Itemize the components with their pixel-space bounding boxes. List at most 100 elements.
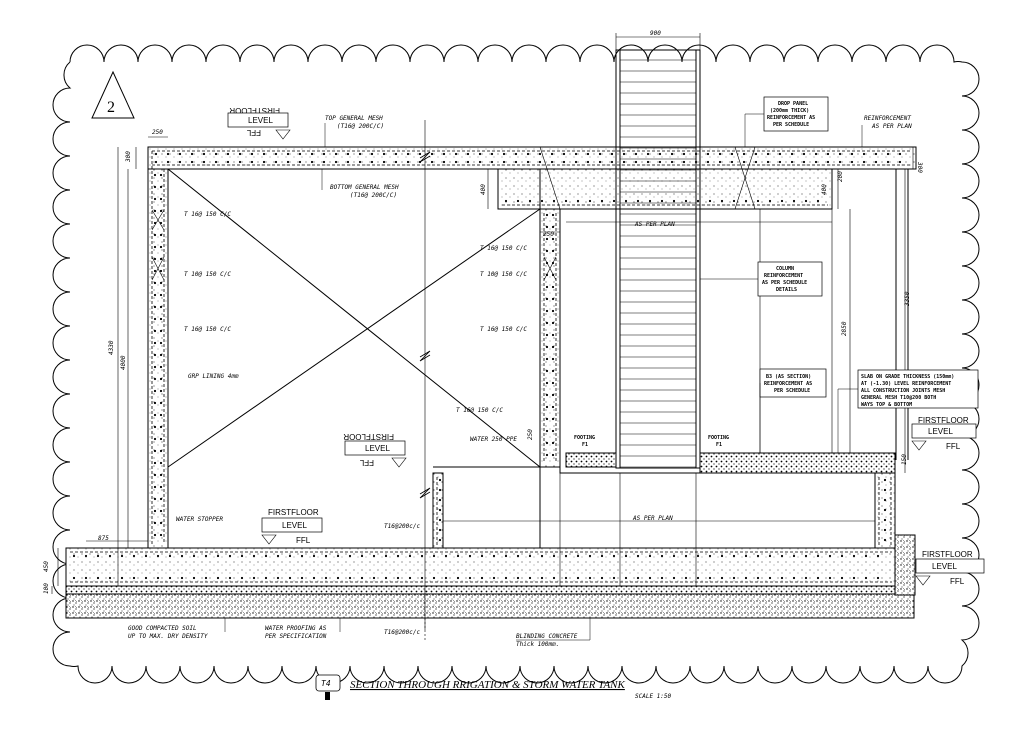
label-water-stopper: WATER STOPPER bbox=[176, 516, 223, 523]
label-bottom-mesh-spec: (T16@ 200C/C) bbox=[350, 192, 397, 199]
callout-column: COLUMN REINFORCEMENT AS PER SCHEDULE DET… bbox=[757, 261, 823, 297]
svg-text:ALL CONSTRUCTION JOINTS MESH: ALL CONSTRUCTION JOINTS MESH bbox=[861, 388, 945, 394]
level-tag-4: FIRSTFLOOR LEVEL FFL bbox=[911, 416, 977, 451]
svg-text:FIRSTFLOOR: FIRSTFLOOR bbox=[922, 550, 973, 559]
stair-treads bbox=[620, 59, 696, 468]
svg-text:FIRSTFLOOR: FIRSTFLOOR bbox=[343, 432, 394, 441]
svg-text:FFL: FFL bbox=[359, 458, 374, 467]
dim-875: 875 bbox=[98, 535, 109, 542]
dim-900: 900 bbox=[650, 30, 661, 37]
dim-2850: 2850 bbox=[841, 321, 848, 336]
svg-text:PER SCHEDULE: PER SCHEDULE bbox=[773, 122, 809, 128]
svg-text:REINFORCEMENT: REINFORCEMENT bbox=[764, 273, 803, 279]
svg-text:FIRSTFLOOR: FIRSTFLOOR bbox=[268, 508, 319, 517]
annotations: TOP GENERAL MESH (T16@ 200C/C) BOTTOM GE… bbox=[128, 115, 912, 648]
svg-text:REINFORCEMENT AS: REINFORCEMENT AS bbox=[767, 115, 815, 121]
dim-100: 100 bbox=[43, 583, 50, 594]
svg-text:FFL: FFL bbox=[246, 128, 261, 137]
label-t16-e: T 16@ 150 C/C bbox=[456, 407, 503, 414]
svg-text:AT (-1.30) LEVEL REINFORCEMENT: AT (-1.30) LEVEL REINFORCEMENT bbox=[861, 381, 951, 387]
rebar-lines bbox=[70, 150, 912, 583]
svg-text:FFL: FFL bbox=[296, 536, 311, 545]
svg-text:AS PER SCHEDULE: AS PER SCHEDULE bbox=[762, 280, 807, 286]
level-tag-2: FIRSTFLOOR LEVEL FFL bbox=[343, 432, 407, 468]
svg-text:FFL: FFL bbox=[950, 577, 965, 586]
svg-text:F1: F1 bbox=[582, 442, 588, 448]
label-waterproofing-2: PER SPECIFICATION bbox=[265, 633, 327, 640]
rebar-dots bbox=[72, 152, 902, 580]
label-t16-a: T 16@ 150 C/C bbox=[184, 211, 231, 218]
dim-250-lower: 250 bbox=[527, 429, 534, 440]
grid-lines bbox=[424, 120, 833, 640]
svg-text:B3 (AS SECTION): B3 (AS SECTION) bbox=[766, 374, 811, 380]
callout-footing-2: FOOTING F1 bbox=[708, 435, 729, 448]
svg-text:SLAB ON GRADE THICKNESS (150mm: SLAB ON GRADE THICKNESS (150mm) bbox=[861, 374, 954, 380]
dim-4330: 4330 bbox=[108, 340, 115, 355]
dim-250-mid: 250 bbox=[543, 231, 554, 238]
cross-marks bbox=[151, 146, 756, 281]
svg-text:PER SCHEDULE: PER SCHEDULE bbox=[774, 388, 810, 394]
label-t16-c: T 16@ 150 C/C bbox=[480, 245, 527, 252]
label-t10-a: T 10@ 150 C/C bbox=[184, 271, 231, 278]
label-reinforcement: REINFORCEMENT bbox=[864, 115, 911, 122]
svg-text:FIRSTFLOOR: FIRSTFLOOR bbox=[229, 106, 280, 115]
svg-text:LEVEL: LEVEL bbox=[248, 116, 273, 125]
label-grp-lining: GRP LINING 4mm bbox=[188, 373, 239, 380]
label-bottom-mesh: BOTTOM GENERAL MESH bbox=[330, 184, 399, 191]
svg-text:GENERAL MESH T10@200 BOTH: GENERAL MESH T10@200 BOTH bbox=[861, 395, 936, 401]
label-soil-2: UP TO MAX. DRY DENSITY bbox=[128, 633, 208, 640]
svg-text:DROP PANEL: DROP PANEL bbox=[778, 101, 808, 107]
dim-250-top: 250 bbox=[152, 129, 163, 136]
svg-text:(200mm THICK): (200mm THICK) bbox=[770, 108, 809, 114]
dim-450: 450 bbox=[43, 561, 50, 572]
svg-text:LEVEL: LEVEL bbox=[932, 562, 957, 571]
title-tag: T4 bbox=[321, 679, 331, 688]
callout-footing-1: FOOTING F1 bbox=[574, 435, 595, 448]
svg-text:COLUMN: COLUMN bbox=[776, 266, 794, 272]
label-blinding: BLINDING CONCRETE bbox=[516, 633, 578, 640]
break-marks bbox=[419, 151, 431, 499]
drawing-title: SECTION THROUGH RRIGATION & STORM WATER … bbox=[350, 679, 626, 691]
label-t10-b: T 10@ 150 C/C bbox=[480, 271, 527, 278]
label-waterproofing: WATER PROOFING AS bbox=[265, 625, 327, 632]
svg-text:LEVEL: LEVEL bbox=[365, 444, 390, 453]
svg-text:REINFORCEMENT AS: REINFORCEMENT AS bbox=[764, 381, 812, 387]
drawing-title-block: T4 SECTION THROUGH RRIGATION & STORM WAT… bbox=[315, 674, 672, 700]
label-soil: GOOD COMPACTED SOIL bbox=[128, 625, 197, 632]
dim-4000: 4000 bbox=[120, 355, 127, 370]
label-t16-mesh-2: T16@200c/c bbox=[384, 629, 421, 636]
sheet-number-marker: 2 bbox=[91, 70, 135, 119]
drawing-scale: SCALE 1:50 bbox=[635, 693, 672, 700]
callout-beam: B3 (AS SECTION) REINFORCEMENT AS PER SCH… bbox=[759, 368, 827, 398]
label-t16-b: T 16@ 150 C/C bbox=[184, 326, 231, 333]
callout-slab: SLAB ON GRADE THICKNESS (150mm) AT (-1.3… bbox=[857, 369, 979, 409]
label-as-per-plan-lower: AS PER PLAN bbox=[632, 515, 673, 522]
leader-lines bbox=[700, 113, 863, 453]
dim-3350: 3350 bbox=[904, 291, 911, 307]
svg-text:FOOTING: FOOTING bbox=[708, 435, 729, 441]
svg-text:DETAILS: DETAILS bbox=[776, 287, 797, 293]
label-as-per-plan-small: AS PER PLAN bbox=[871, 123, 912, 130]
svg-text:LEVEL: LEVEL bbox=[928, 427, 953, 436]
svg-text:FIRSTFLOOR: FIRSTFLOOR bbox=[918, 416, 969, 425]
svg-text:WAYS TOP & BOTTOM: WAYS TOP & BOTTOM bbox=[861, 402, 912, 408]
dim-400-a: 400 bbox=[480, 184, 487, 195]
label-top-mesh-spec: (T16@ 200C/C) bbox=[337, 123, 384, 130]
label-t16-d: T 16@ 150 C/C bbox=[480, 326, 527, 333]
svg-text:FFL: FFL bbox=[946, 442, 961, 451]
level-tag-5: FIRSTFLOOR LEVEL FFL bbox=[915, 550, 985, 586]
sheet-number: 2 bbox=[107, 99, 115, 116]
dim-400-b: 400 bbox=[821, 184, 828, 195]
dim-200-mid: 200 bbox=[837, 171, 844, 182]
svg-text:F1: F1 bbox=[716, 442, 722, 448]
dim-300-left: 300 bbox=[125, 151, 132, 163]
dimension-texts: 900 250 300 300 4330 4000 400 400 250 28… bbox=[43, 30, 923, 594]
dimension-lines bbox=[51, 33, 914, 594]
dim-300-right: 300 bbox=[916, 161, 923, 173]
label-water-pipe: WATER 250 PPE bbox=[470, 436, 517, 443]
callout-drop-panel: DROP PANEL (200mm THICK) REINFORCEMENT A… bbox=[763, 96, 829, 132]
label-t16-mesh-1: T16@200c/c bbox=[384, 523, 421, 530]
level-tag-3: FIRSTFLOOR LEVEL FFL bbox=[261, 508, 323, 545]
